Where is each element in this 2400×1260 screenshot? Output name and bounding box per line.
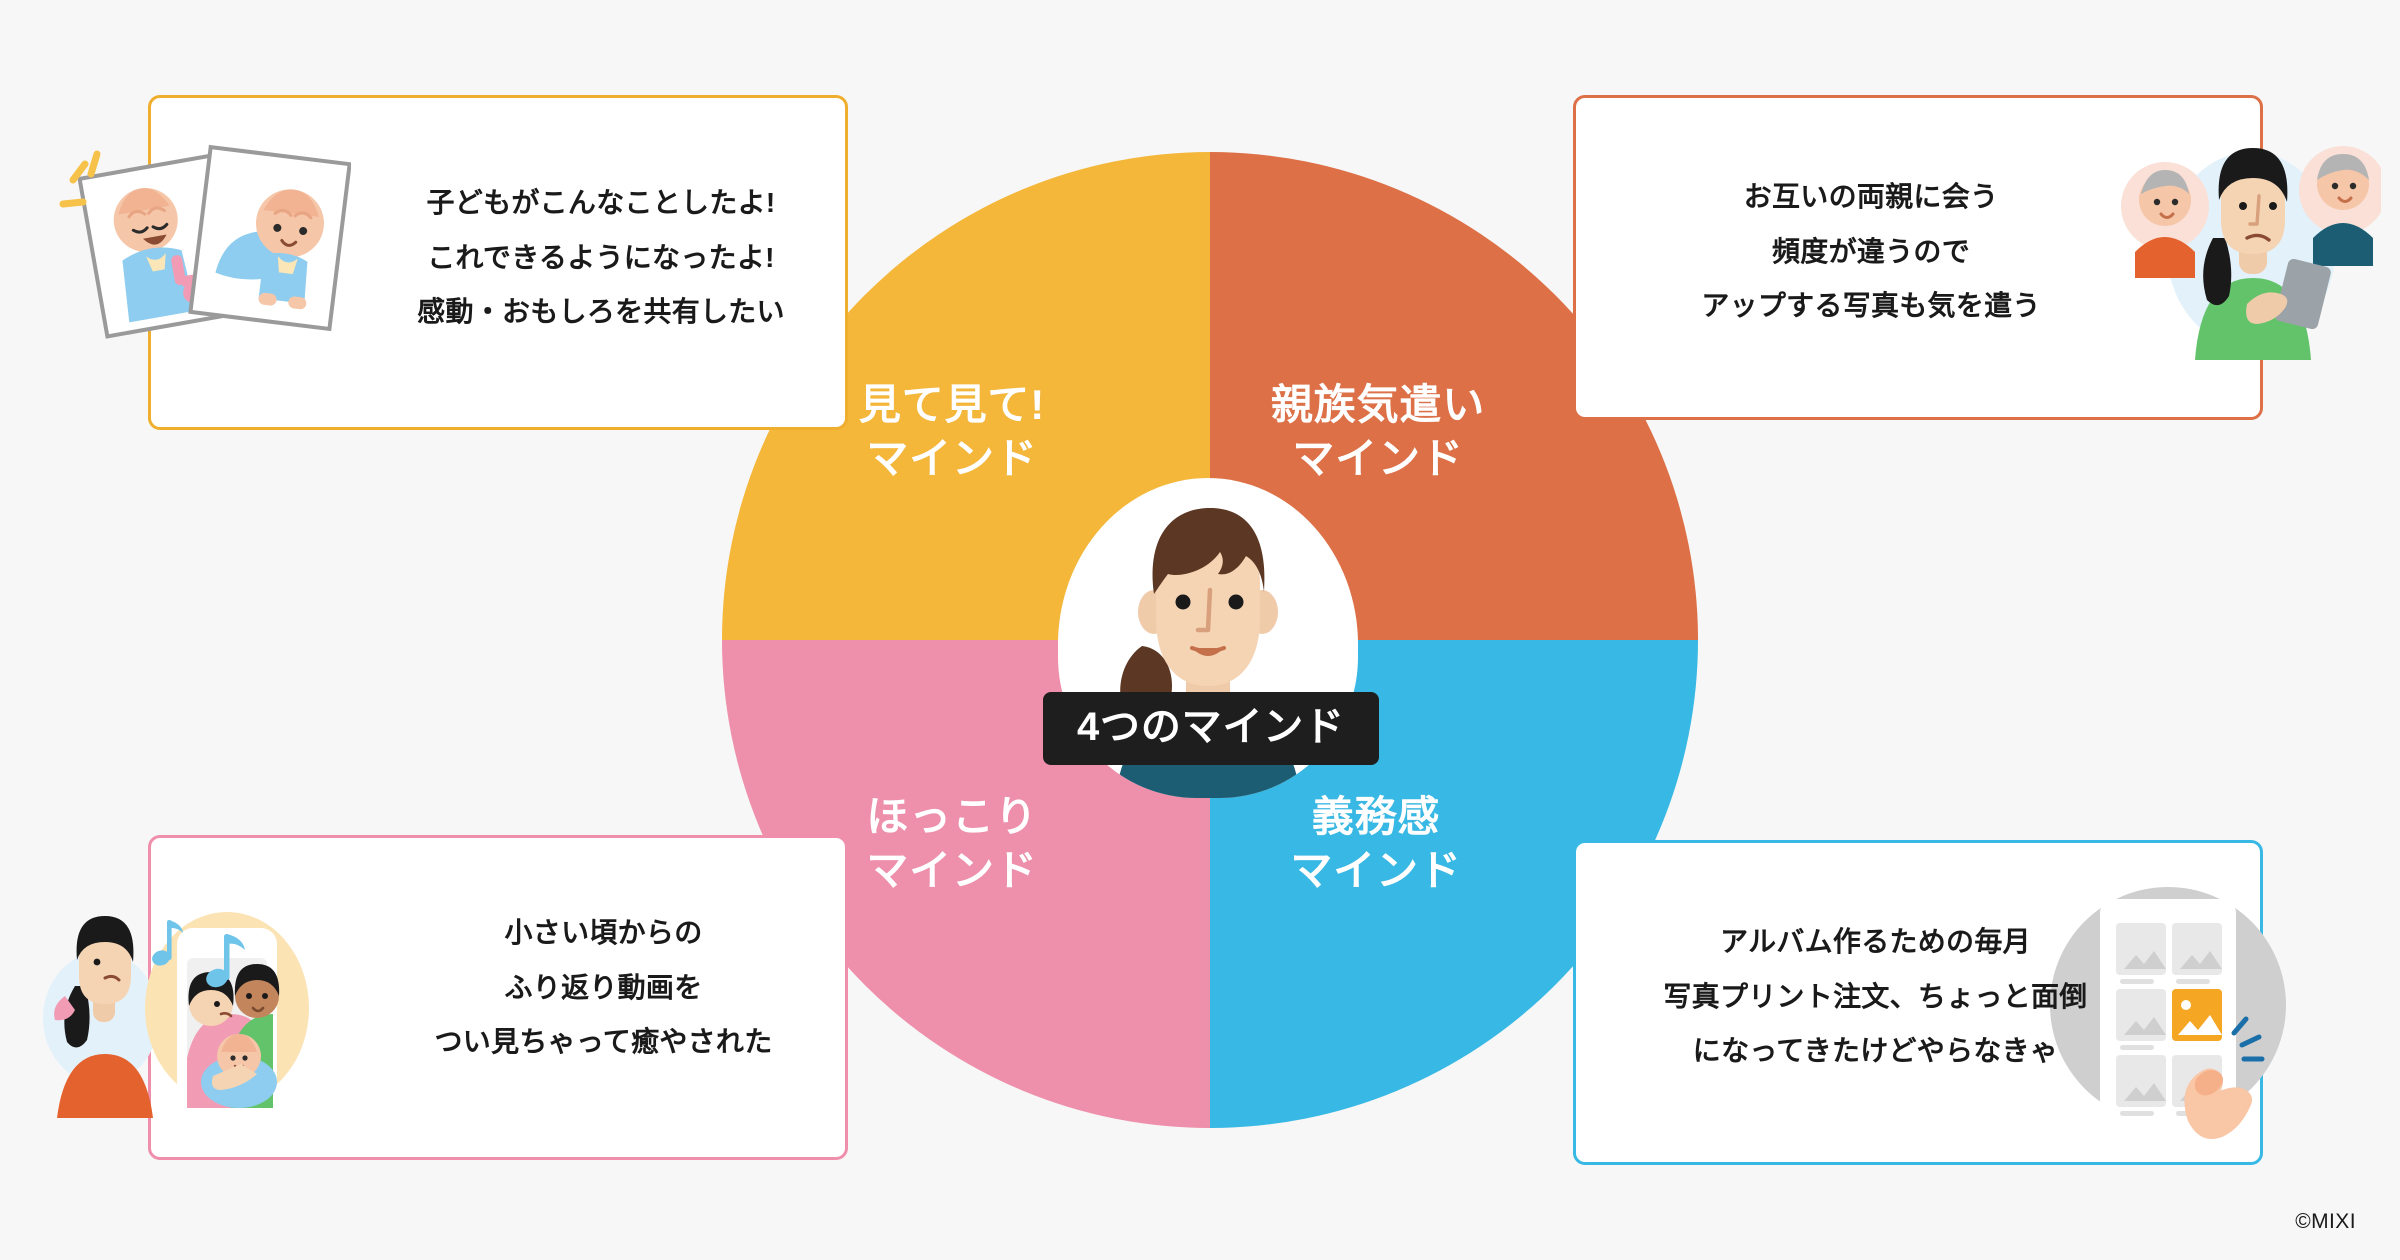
family-video-icon <box>43 912 309 1118</box>
mother-and-grandparents-icon <box>2121 146 2381 360</box>
quadrant-label-see-see: 見て見て! マインド <box>858 381 1046 482</box>
bubble-text: お互いの両親に会う 頻度が違うので アップする写真も気を遣う <box>1701 181 2041 322</box>
bubble-text: 子どもがこんなことしたよ! これできるようになったよ! 感動・おもしろを共有した… <box>417 187 785 328</box>
copyright-notice: ©MIXI <box>2295 1210 2356 1233</box>
bubble-text: 小さい頃からの ふり返り動画を つい見ちゃって癒やされた <box>434 917 773 1058</box>
bubble-bottom-right[interactable]: アルバム作るための毎月 写真プリント注文、ちょっと面倒 になってきたけどやらなき… <box>1573 840 2286 1165</box>
bubble-top-right[interactable]: お互いの両親に会う 頻度が違うので アップする写真も気を遣う <box>1573 95 2381 420</box>
phone-photo-print-icon <box>2050 887 2286 1139</box>
bubble-bottom-left[interactable]: 小さい頃からの ふり返り動画を つい見ちゃって癒やされた <box>43 835 848 1160</box>
quadrant-label-relatives: 親族気遣い マインド <box>1270 381 1486 482</box>
bubble-text: アルバム作るための毎月 写真プリント注文、ちょっと面倒 になってきたけどやらなき… <box>1663 926 2088 1067</box>
quadrant-label-obligation: 義務感 マインド <box>1290 793 1462 894</box>
baby-photos-icon <box>59 144 351 339</box>
center-label-chip: 4つのマインド <box>1043 692 1379 765</box>
quadrant-label-heartwarming: ほっこり マインド <box>866 793 1038 894</box>
bubble-top-left[interactable]: 子どもがこんなことしたよ! これできるようになったよ! 感動・おもしろを共有した… <box>59 95 848 430</box>
